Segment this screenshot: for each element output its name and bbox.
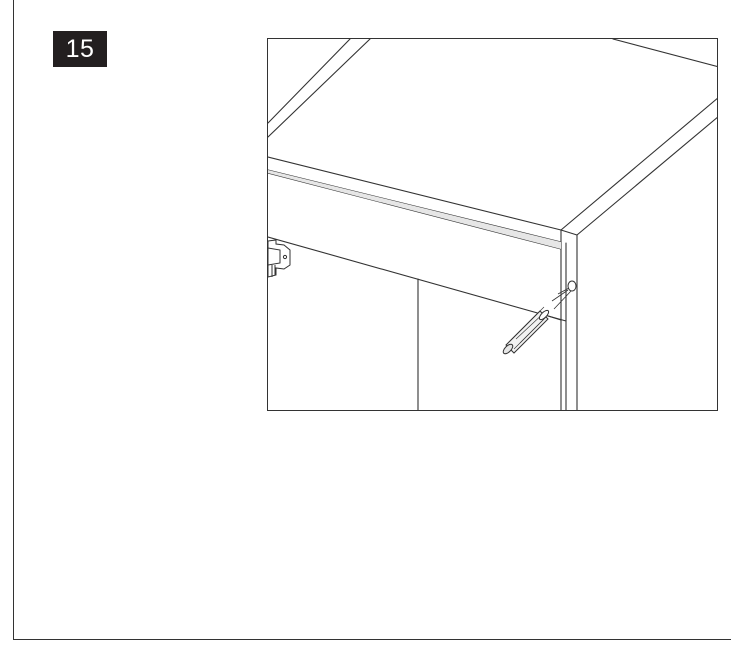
side-panel-top-edge: [560, 97, 717, 231]
dowel-hole-icon: [567, 280, 577, 292]
front-rail-bottom-short: [547, 315, 562, 321]
page-frame: [13, 0, 731, 640]
front-rail-bottom: [268, 236, 567, 322]
wooden-dowel-icon: [502, 306, 550, 355]
top-panel-back-edge-right: [612, 39, 717, 68]
assembly-drawing: [268, 39, 717, 410]
hinge-icon: [268, 239, 291, 278]
side-panel-top-edge-inner: [576, 116, 717, 236]
front-rail-shade: [268, 170, 561, 249]
side-panel-corner: [560, 229, 578, 236]
top-panel-back-edge-left: [268, 39, 351, 124]
step-number: 15: [65, 35, 95, 63]
insertion-guide-lines: [551, 287, 572, 310]
top-panel-back-edge-left-inner: [268, 39, 371, 138]
assembly-figure: [267, 38, 718, 411]
step-number-badge: 15: [53, 31, 107, 67]
top-panel-front-edge: [268, 156, 562, 231]
